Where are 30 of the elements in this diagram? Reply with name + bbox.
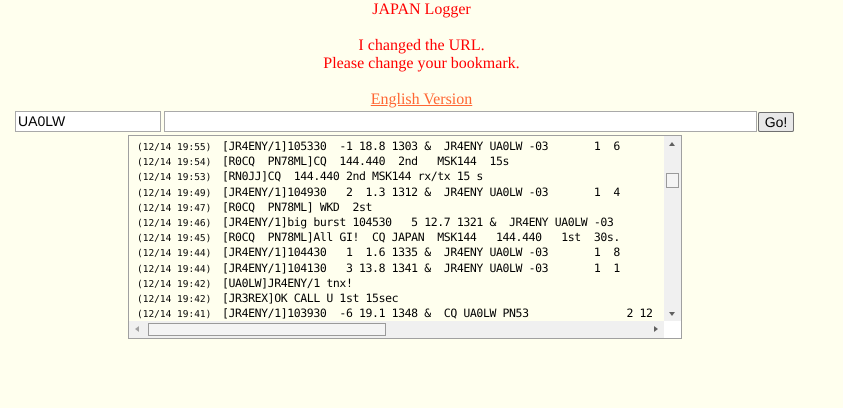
log-message: [R0CQ PN78ML]All GI! CQ JAPAN MSK144 144.440 1st 30s. <box>222 230 620 246</box>
language-link: English Version <box>370 90 472 109</box>
callsign-input: UA0LW <box>15 111 161 132</box>
timestamp: (12/14 19:44) <box>137 262 212 276</box>
timestamp: (12/14 19:42) <box>137 278 212 292</box>
timestamp: (12/14 19:47) <box>137 202 212 216</box>
timestamp: (12/14 19:54) <box>137 156 212 170</box>
timestamp: (12/14 19:41) <box>137 308 212 322</box>
timestamp: (12/14 19:49) <box>137 186 212 201</box>
log-message: [R0CQ PN78ML] WKD 2st <box>222 200 372 215</box>
log-message: [JR4ENY/1]104130 3 13.8 1341 & JR4ENY UA0LW -03 1 1 <box>222 260 620 276</box>
timestamp: (12/14 19:53) <box>137 171 212 186</box>
log-message: [R0CQ PN78ML]CQ 144.440 2nd MSK144 15s <box>222 154 510 170</box>
timestamp: (12/14 19:46) <box>137 216 212 231</box>
log-message: [JR4ENY/1]104930 2 1.3 1312 & JR4ENY UA0LW -03 1 4 <box>222 184 620 200</box>
log-message: [JR4ENY/1]big burst 104530 5 12.7 1321 & JR4ENY UA0LW -03 <box>222 214 614 230</box>
log-message: [JR4ENY/1]105330 -1 18.8 1303 & JR4ENY UA0LW -03 1 6 <box>222 139 620 154</box>
log-message: [UA0LW]JR4ENY/1 tnx! <box>222 276 352 291</box>
go-button: Go! <box>758 112 794 132</box>
timestamp: (12/14 19:42) <box>137 292 212 307</box>
log-message: [JR4ENY/1]103930 -6 19.1 1348 & CQ UA0LW PN53 2 12 <box>222 306 653 322</box>
timestamp: (12/14 19:45) <box>137 232 212 246</box>
page-title: JAPAN Logger <box>372 0 471 19</box>
log-message: [JR4ENY/1]104430 1 1.6 1335 & JR4ENY UA0LW -03 1 8 <box>222 245 620 260</box>
log-message: [RN0JJ]CQ 144.440 2nd MSK144 rx/tx 15 s <box>222 169 483 184</box>
notice-text: I changed the URL. <box>358 36 485 55</box>
timestamp: (12/14 19:44) <box>137 247 212 262</box>
timestamp: (12/14 19:55) <box>137 141 212 155</box>
log-message: [JR3REX]OK CALL U 1st 15sec <box>222 290 398 306</box>
notice-text: Please change your bookmark. <box>323 54 520 73</box>
